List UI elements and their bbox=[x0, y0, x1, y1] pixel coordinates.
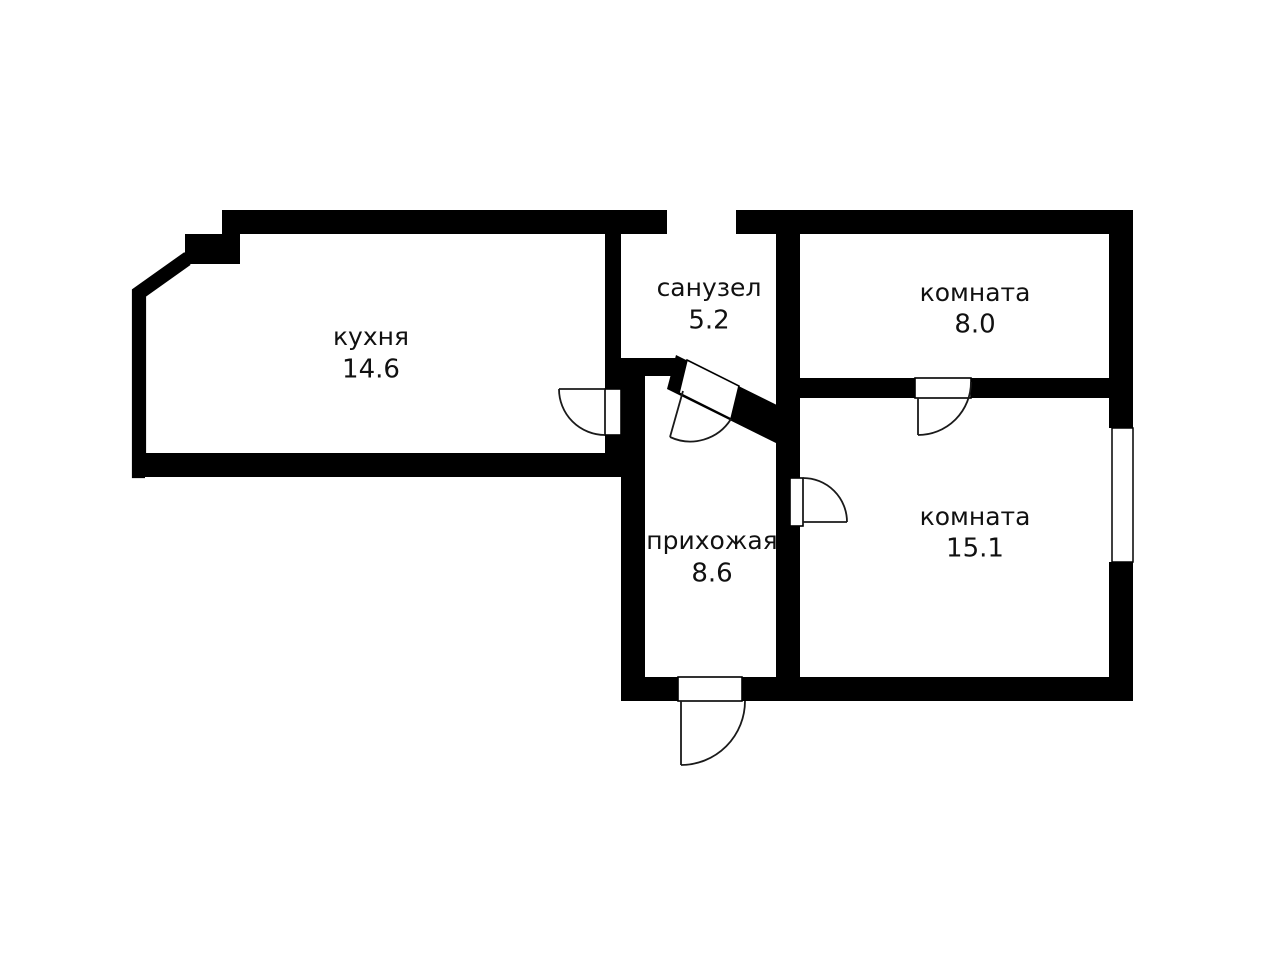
bay-window-inner-line bbox=[143, 263, 191, 453]
window-bathroom-top bbox=[667, 210, 736, 234]
window-openings bbox=[667, 210, 1134, 563]
room-area-kitchen: 14.6 bbox=[342, 355, 400, 385]
wall-kitchen-bottom bbox=[145, 453, 637, 477]
hallway-interior bbox=[645, 374, 776, 677]
partition-hallway-room-bottom bbox=[776, 374, 800, 701]
wall-outer-bottom-right bbox=[776, 677, 1133, 701]
kitchen-interior bbox=[145, 234, 605, 453]
door-entrance-arc bbox=[680, 700, 746, 766]
door-room-top-arc bbox=[917, 381, 972, 436]
door-room-bottom-arc bbox=[802, 477, 848, 523]
partition-bathroom-room-top bbox=[776, 210, 800, 380]
room-area-bathroom: 5.2 bbox=[688, 306, 729, 336]
room-top-interior bbox=[800, 234, 1109, 378]
bay-window-kitchen bbox=[131, 252, 191, 479]
door-entrance bbox=[677, 676, 746, 766]
door-entrance-opening bbox=[677, 676, 743, 702]
room-label-kitchen: кухня bbox=[333, 322, 409, 351]
door-bathroom bbox=[669, 358, 740, 443]
door-bathroom-leaf bbox=[669, 390, 684, 438]
door-kitchen-opening bbox=[604, 388, 622, 436]
room-label-bathroom: санузел bbox=[657, 273, 762, 302]
room-area-hallway: 8.6 bbox=[691, 559, 732, 589]
partition-hallway-left bbox=[621, 453, 645, 701]
door-kitchen bbox=[558, 388, 622, 436]
door-room-top bbox=[914, 377, 972, 436]
room-area-room-bottom: 15.1 bbox=[946, 534, 1004, 564]
door-room-top-opening bbox=[914, 377, 972, 399]
wall-step-top-left-horizontal bbox=[185, 234, 240, 264]
room-bottom-interior bbox=[800, 398, 1109, 677]
door-kitchen-arc bbox=[558, 388, 606, 436]
door-bathroom-arc bbox=[669, 418, 732, 443]
room-label-room-bottom: комната bbox=[920, 502, 1031, 531]
bay-window-outer-line bbox=[131, 252, 186, 479]
door-room-bottom bbox=[789, 477, 848, 527]
window-room-bottom-right bbox=[1109, 428, 1133, 562]
room-label-hallway: прихожая bbox=[646, 526, 777, 555]
hallway-interior-upper bbox=[645, 358, 790, 440]
partition-hallway-top-stub bbox=[605, 358, 680, 376]
window-room-bottom-right-frame bbox=[1111, 427, 1134, 563]
room-interiors bbox=[145, 234, 1109, 677]
room-labels: кухня 14.6 санузел 5.2 комната 8.0 прихо… bbox=[333, 273, 1030, 589]
door-room-bottom-opening bbox=[789, 477, 804, 527]
room-label-room-top: комната bbox=[920, 278, 1031, 307]
room-area-room-top: 8.0 bbox=[954, 310, 995, 340]
